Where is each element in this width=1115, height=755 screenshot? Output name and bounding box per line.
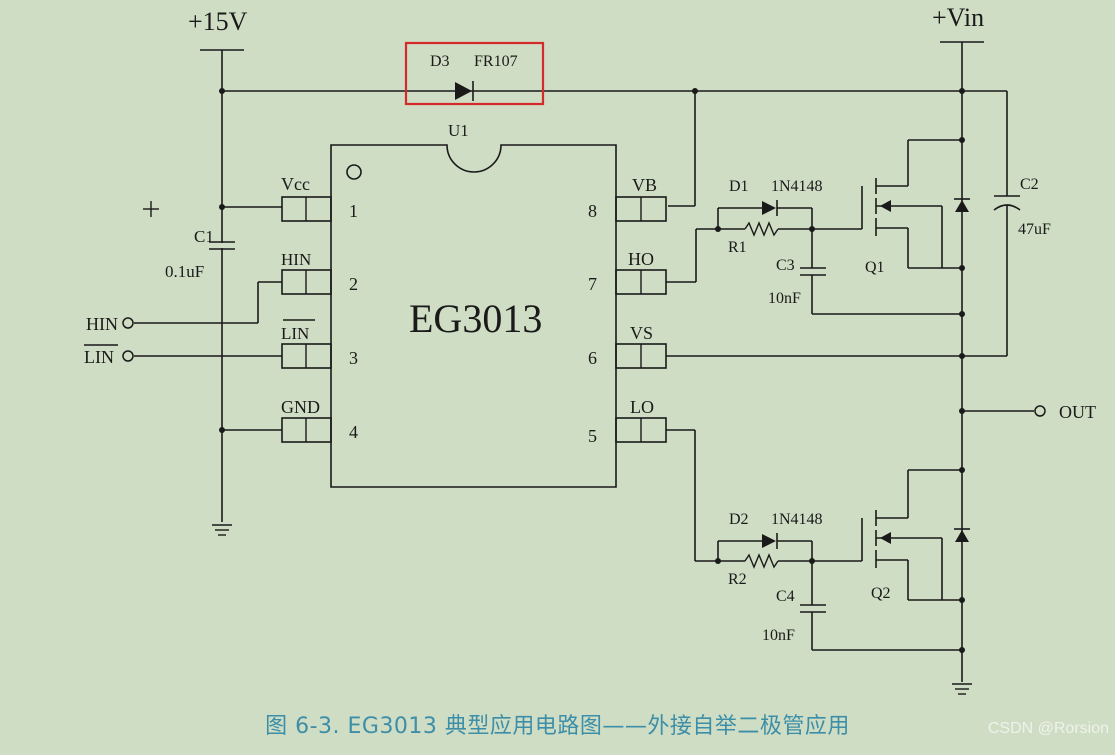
- rail-15v: +15V: [188, 7, 248, 522]
- pin-5-lo: LO 5: [588, 397, 667, 446]
- pin-4-gnd: GND 4: [281, 397, 358, 443]
- pin-5-name: LO: [630, 397, 654, 417]
- pin-2-hin: HIN 2: [281, 250, 358, 295]
- c4-ref: C4: [776, 588, 795, 605]
- diode-d2: D2 1N4148: [729, 511, 823, 549]
- pin-1-vcc: Vcc 1: [281, 174, 358, 222]
- pin-3-name: LIN: [281, 324, 309, 343]
- pin-6-num: 6: [588, 348, 597, 368]
- pin-7-ho: HO 7: [588, 249, 667, 295]
- pin-7-name: HO: [628, 249, 654, 269]
- diode-d1: D1 1N4148: [729, 178, 823, 216]
- input-lin: LIN: [84, 344, 134, 367]
- c3-ref: C3: [776, 257, 795, 274]
- pin-4-name: GND: [281, 397, 320, 417]
- bootstrap-line: [219, 88, 1007, 207]
- figure-caption: 图 6-3. EG3013 典型应用电路图——外接自举二极管应用: [265, 714, 850, 739]
- pin-1-name: Vcc: [281, 174, 310, 194]
- q1-ref: Q1: [865, 259, 885, 276]
- pin-6-name: VS: [630, 323, 653, 343]
- capacitor-c2: C2 47uF: [959, 88, 1051, 356]
- d2-ref: D2: [729, 511, 749, 528]
- high-side-gate-network: [666, 207, 965, 317]
- ground-right: [952, 683, 972, 695]
- pin-8-vb: VB 8: [588, 175, 667, 222]
- c1-ref: C1: [194, 227, 214, 246]
- capacitor-c1: C1 0.1uF: [165, 227, 235, 281]
- c1-value: 0.1uF: [165, 262, 204, 281]
- cursor-crosshair: [143, 201, 159, 217]
- input-hin: HIN: [86, 314, 134, 334]
- hin-label: HIN: [86, 314, 118, 334]
- c2-value: 47uF: [1018, 221, 1051, 238]
- mosfet-q2: Q2: [861, 467, 970, 603]
- pin-2-name: HIN: [281, 250, 311, 269]
- lin-label: LIN: [84, 347, 114, 367]
- vs-output-node: OUT: [666, 353, 1096, 422]
- ground-left: [212, 524, 232, 536]
- d1-part: 1N4148: [771, 178, 823, 195]
- highlight-box: [404, 41, 545, 106]
- d3-part: FR107: [474, 53, 518, 70]
- low-side-gate-network: [666, 429, 965, 653]
- rail-vin: +Vin: [932, 3, 984, 682]
- pin-7-num: 7: [588, 274, 597, 294]
- watermark: CSDN @Rorsion: [987, 720, 1109, 737]
- c2-ref: C2: [1020, 176, 1039, 193]
- pin-4-num: 4: [349, 422, 358, 442]
- q2-ref: Q2: [871, 585, 891, 602]
- d3-ref: D3: [430, 53, 450, 70]
- pin-1-num: 1: [349, 201, 358, 221]
- pin-3-num: 3: [349, 348, 358, 368]
- pin1-marker: [346, 164, 362, 180]
- ic-ref: U1: [448, 121, 469, 140]
- c4-value: 10nF: [762, 627, 795, 644]
- pin-3-lin: LIN 3: [281, 319, 358, 369]
- ic-u1: U1 EG3013 Vcc 1 HIN 2 LIN 3 GND 4: [281, 121, 667, 488]
- diode-d3: D3 FR107: [404, 41, 545, 106]
- pin-6-vs: VS 6: [588, 323, 667, 369]
- r1-ref: R1: [728, 239, 747, 256]
- d2-part: 1N4148: [771, 511, 823, 528]
- mosfet-q1: Q1: [861, 137, 970, 276]
- c3-value: 10nF: [768, 290, 801, 307]
- pin-8-num: 8: [588, 201, 597, 221]
- pin-5-num: 5: [588, 426, 597, 446]
- pin-8-name: VB: [632, 175, 657, 195]
- left-wiring: [134, 204, 282, 433]
- pin-2-num: 2: [349, 274, 358, 294]
- rail-vin-label: +Vin: [932, 3, 984, 32]
- ic-part: EG3013: [409, 296, 542, 341]
- rail-15v-label: +15V: [188, 7, 248, 36]
- r2-ref: R2: [728, 571, 747, 588]
- out-label: OUT: [1059, 402, 1096, 422]
- d1-ref: D1: [729, 178, 749, 195]
